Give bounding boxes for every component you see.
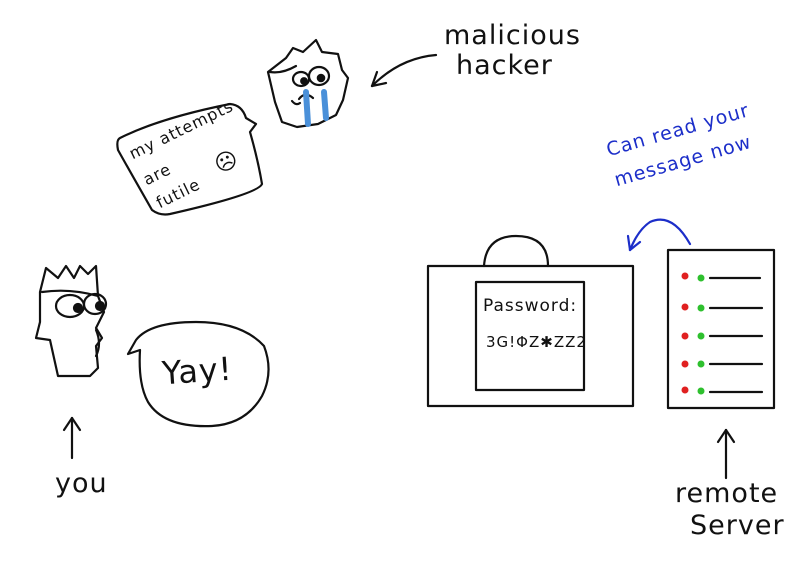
status-light-red — [681, 303, 689, 311]
status-light-green — [697, 332, 705, 340]
status-light-green — [697, 360, 705, 368]
hacker-tears-icon — [303, 89, 329, 127]
status-light-green — [697, 387, 705, 395]
status-light-red — [681, 332, 689, 340]
you-label: you — [55, 468, 108, 499]
password-value: 3G!ΦZ✱ZZ2 — [486, 333, 587, 351]
vault-icon — [426, 234, 635, 408]
hacker-arrow-icon — [370, 53, 438, 88]
password-label: Password: — [483, 296, 578, 316]
server-rack-icon — [666, 248, 776, 410]
annotation-arrow-icon — [626, 218, 692, 252]
status-light-red — [681, 360, 689, 368]
hacker-label-line1: malicious — [444, 20, 581, 51]
status-light-green — [697, 274, 705, 282]
sad-speech-bubble — [116, 102, 264, 216]
status-light-red — [681, 386, 689, 394]
you-face-icon — [34, 264, 108, 378]
status-light-red — [681, 272, 689, 280]
yay-speech-bubble — [126, 320, 270, 428]
server-status-lights — [681, 272, 705, 395]
server-label-line2: Server — [690, 510, 785, 541]
status-light-green — [697, 304, 705, 312]
yay-bubble-text: Yay! — [160, 349, 234, 393]
you-arrow-icon — [62, 416, 82, 460]
server-label-line1: remote — [675, 478, 779, 509]
server-arrow-icon — [716, 428, 736, 480]
hacker-label-line2: hacker — [456, 50, 553, 81]
